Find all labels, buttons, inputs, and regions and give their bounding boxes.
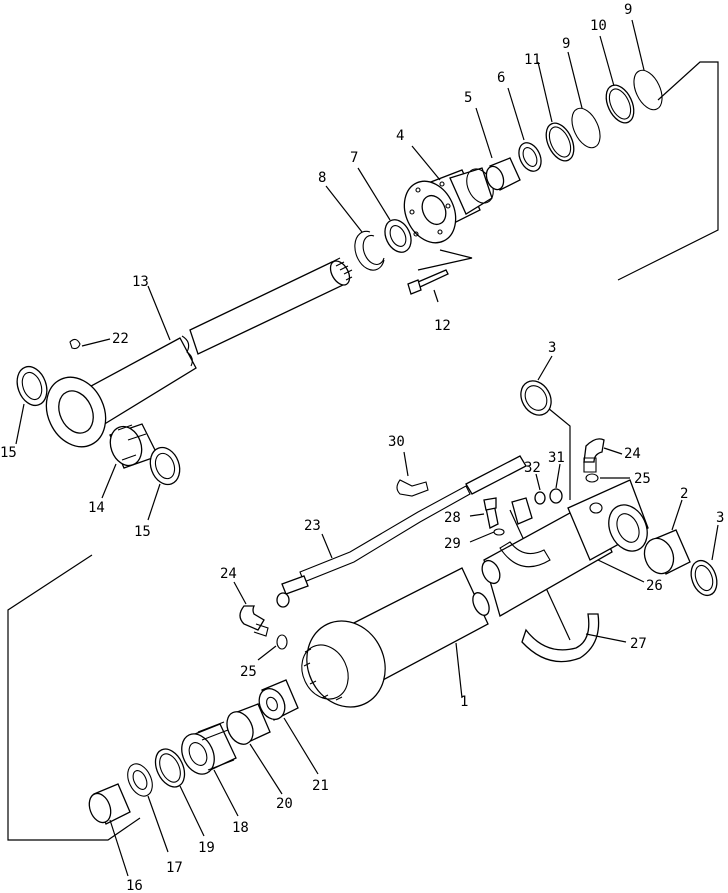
bushing-5 [485, 157, 521, 191]
callout-13: 13 [132, 274, 149, 290]
callout-3-right: 3 [716, 510, 724, 526]
bolt-12 [407, 269, 449, 295]
elbow-24-right [583, 438, 605, 473]
callout-29: 29 [444, 536, 461, 552]
elbow-24-left [239, 605, 269, 637]
bolt-28 [483, 497, 499, 529]
dust-seal-15-right [149, 446, 181, 486]
callout-17: 17 [166, 860, 183, 876]
callout-11: 11 [524, 52, 541, 68]
callout-15-right: 15 [134, 524, 151, 540]
callout-19: 19 [198, 840, 215, 856]
wear-ring-17 [127, 763, 153, 797]
callout-30: 30 [388, 434, 405, 450]
snap-ring-8 [354, 230, 385, 271]
nut-21 [258, 679, 299, 721]
pipe-23 [276, 455, 527, 608]
callout-1: 1 [460, 694, 468, 710]
cylinder-tube-1 [301, 567, 490, 708]
callout-21: 21 [312, 778, 329, 794]
bushing-2 [643, 529, 691, 575]
callout-9-a: 9 [562, 36, 570, 52]
callout-24-left: 24 [220, 566, 237, 582]
callout-6: 6 [497, 70, 505, 86]
callout-31: 31 [548, 450, 565, 466]
callout-22: 22 [112, 331, 129, 347]
washer-31 [549, 488, 563, 504]
piston-rod-13 [45, 257, 353, 448]
dust-seal-3-right [690, 559, 718, 597]
callout-16: 16 [126, 878, 143, 893]
callout-3-top: 3 [548, 340, 556, 356]
bushing-7 [384, 219, 412, 253]
callout-18: 18 [232, 820, 249, 836]
callout-32: 32 [524, 460, 541, 476]
cylinder-head-4 [403, 167, 494, 244]
o-ring-9-b [633, 69, 663, 111]
callout-23: 23 [304, 518, 321, 534]
callout-25-right: 25 [634, 471, 651, 487]
ring-20 [226, 703, 271, 745]
leader-lines [15, 19, 719, 877]
callout-7: 7 [350, 150, 358, 166]
washer-29 [493, 528, 505, 536]
callout-15-left: 15 [0, 445, 17, 461]
band-27 [521, 613, 600, 663]
piston-ring-19 [154, 748, 186, 788]
bottom-end-eye [567, 479, 649, 561]
rod-packing-11 [545, 122, 575, 162]
nut-32 [534, 491, 546, 505]
callout-10: 10 [590, 18, 607, 34]
backup-ring-10 [605, 84, 635, 124]
callout-2: 2 [680, 486, 688, 502]
callout-24-right: 24 [624, 446, 641, 462]
callout-5: 5 [464, 90, 472, 106]
callout-12: 12 [434, 318, 451, 334]
callout-27: 27 [630, 636, 647, 652]
callout-4: 4 [396, 128, 404, 144]
dust-seal-15-left [16, 365, 48, 407]
callout-28: 28 [444, 510, 461, 526]
callout-26: 26 [646, 578, 663, 594]
collar-16 [88, 783, 131, 825]
callout-25-left: 25 [240, 664, 257, 680]
callout-20: 20 [276, 796, 293, 812]
clamp-30 [396, 479, 429, 497]
piston-18 [181, 721, 237, 775]
callout-9-b: 9 [624, 2, 632, 18]
buffer-ring-6 [518, 142, 542, 172]
dust-seal-3-top [520, 380, 552, 416]
callout-14: 14 [88, 500, 105, 516]
o-ring-9-a [571, 107, 601, 149]
callout-8: 8 [318, 170, 326, 186]
o-ring-25-right [585, 473, 599, 483]
bushing-14 [109, 423, 159, 469]
o-ring-25-left [276, 634, 288, 650]
bracket-26 [499, 497, 551, 568]
